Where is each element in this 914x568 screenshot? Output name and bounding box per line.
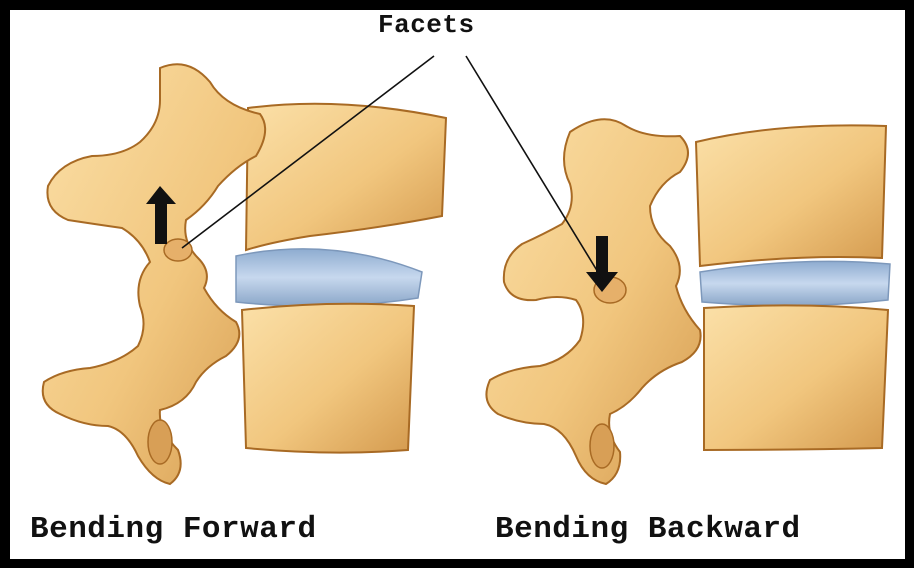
bending-backward-caption: Bending Backward	[495, 512, 801, 547]
right-intervertebral-disc	[700, 261, 890, 305]
left-intervertebral-disc	[236, 249, 422, 306]
left-posterior-processes	[43, 64, 265, 484]
spine-illustrations	[10, 10, 905, 559]
right-spine-illustration	[486, 119, 890, 484]
left-lower-vertebral-body	[242, 304, 414, 453]
facets-label: Facets	[378, 10, 475, 40]
left-spine-illustration	[43, 64, 446, 484]
diagram-canvas: Facets Bending Forward Bending Backward	[10, 10, 905, 559]
right-upper-vertebral-body	[696, 125, 886, 266]
bending-forward-caption: Bending Forward	[30, 512, 317, 547]
right-lower-vertebral-body	[704, 305, 888, 450]
